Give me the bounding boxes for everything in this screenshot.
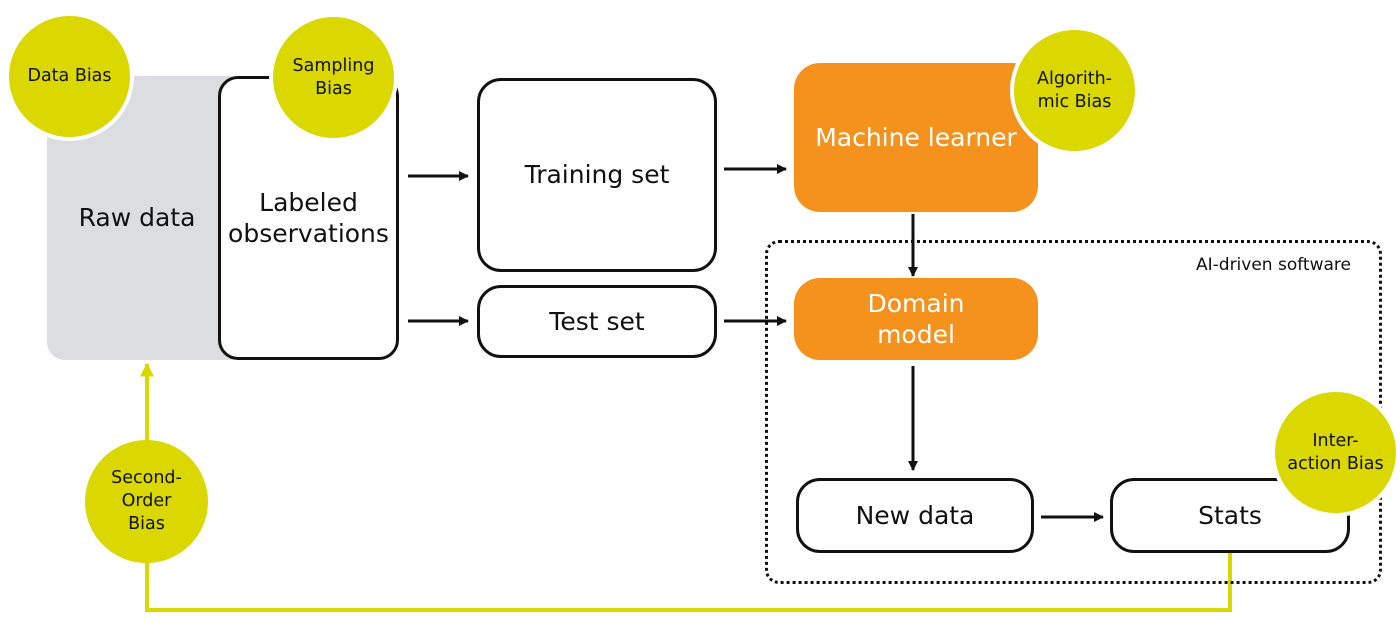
interaction-bias-label: Inter- action Bias: [1287, 430, 1384, 474]
training-set-label: Training set: [524, 160, 670, 190]
second-order-bias-label: Second- Order Bias: [111, 468, 182, 534]
raw-data-node: Raw data: [47, 76, 247, 360]
stats-node: Stats: [1110, 478, 1350, 553]
interaction-bias-bubble: Inter- action Bias: [1275, 392, 1396, 513]
sampling-bias-label: Sampling Bias: [292, 55, 375, 99]
stats-label: Stats: [1198, 500, 1262, 530]
machine-learner-label: Machine learner: [815, 122, 1017, 152]
data-bias-bubble: Data Bias: [9, 16, 130, 137]
second-order-bias-bubble: Second- Order Bias: [85, 440, 208, 563]
raw-data-label: Raw data: [78, 203, 196, 233]
new-data-node: New data: [796, 478, 1034, 553]
machine-learner-node: Machine learner: [794, 63, 1038, 212]
labeled-observations-label: Labeled observations: [228, 187, 389, 248]
algorithmic-bias-label: Algorith- mic Bias: [1037, 68, 1112, 112]
domain-model-node: Domain model: [794, 278, 1038, 360]
new-data-label: New data: [855, 500, 975, 530]
test-set-label: Test set: [549, 306, 645, 336]
training-set-node: Training set: [477, 78, 717, 272]
sampling-bias-bubble: Sampling Bias: [273, 17, 394, 138]
algorithmic-bias-bubble: Algorith- mic Bias: [1014, 30, 1135, 151]
data-bias-label: Data Bias: [27, 66, 112, 87]
group-label: AI-driven software: [1196, 255, 1351, 275]
test-set-node: Test set: [477, 285, 717, 358]
domain-model-label: Domain model: [867, 288, 965, 349]
